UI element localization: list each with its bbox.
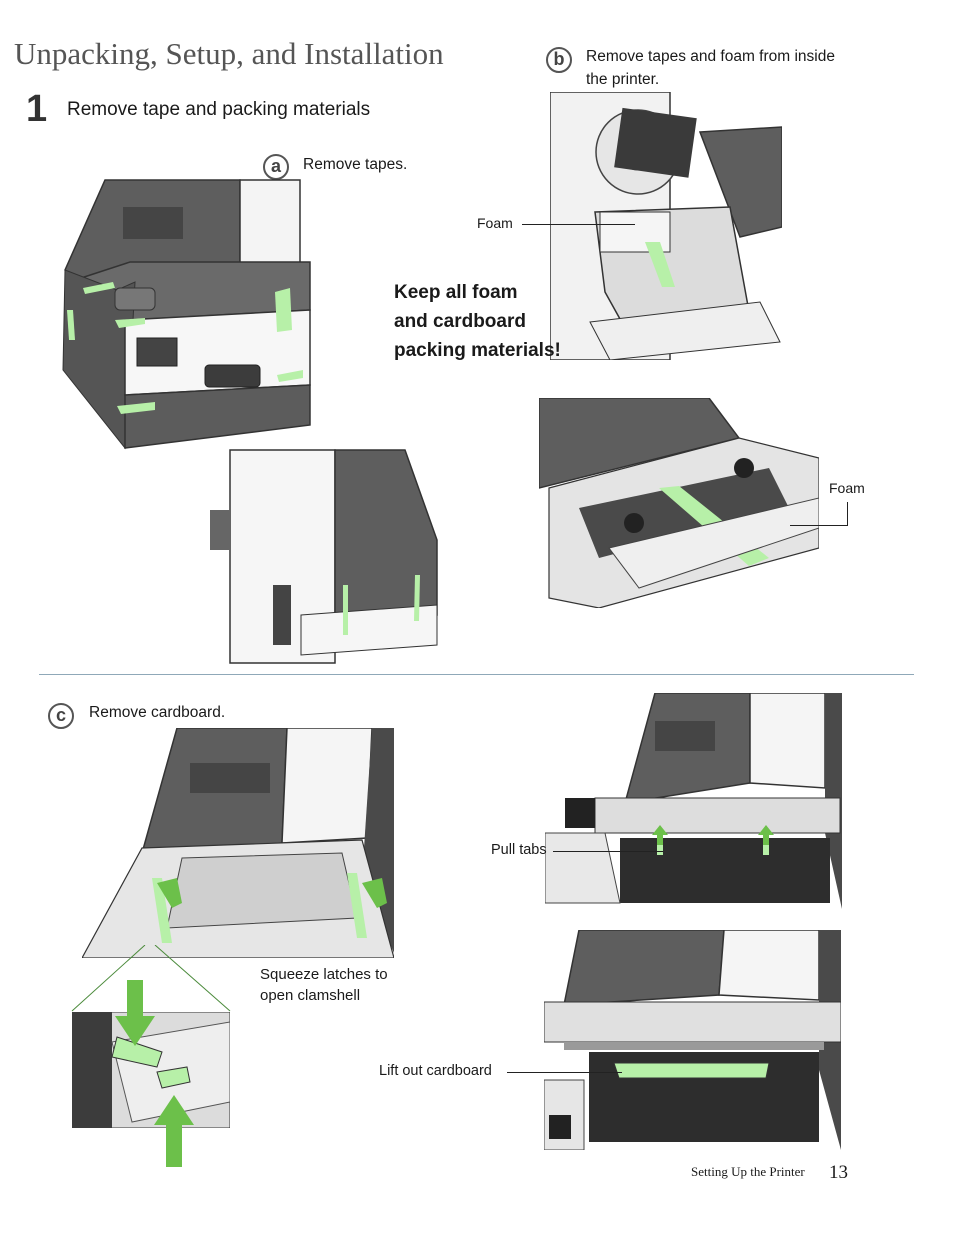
footer-text: Setting Up the Printer (691, 1164, 805, 1179)
foam-mid-leader-h (790, 525, 848, 526)
section-b-text-line1: Remove tapes and foam from inside (586, 48, 835, 65)
keep-line-2: and cardboard (394, 311, 526, 332)
pull-tabs-leader (553, 851, 663, 852)
lift-cardboard-illustration (544, 930, 841, 1150)
keep-line-1: Keep all foam (394, 282, 518, 303)
pull-tabs-label: Pull tabs (491, 842, 547, 858)
clamshell-illustration (82, 728, 394, 958)
foam-mid-leader-v (847, 502, 848, 526)
printer-front-illustration (62, 179, 311, 450)
latch-zoom-illustration (72, 1012, 230, 1128)
badge-b: b (546, 47, 572, 73)
page-number: 13 (829, 1162, 848, 1183)
lift-out-label: Lift out cardboard (379, 1063, 492, 1079)
foam-label-mid: Foam (829, 480, 865, 496)
squeeze-line-1: Squeeze latches to (260, 966, 388, 983)
squeeze-line-2: open clamshell (260, 987, 361, 1004)
step-title: Remove tape and packing materials (67, 99, 371, 120)
badge-a: a (263, 154, 289, 180)
arrow-up-icon (154, 1095, 194, 1167)
lift-out-leader (507, 1072, 622, 1073)
pull-tabs-illustration (545, 693, 842, 909)
step-number: 1 (26, 88, 48, 130)
foam-top-leader (522, 224, 635, 225)
printer-back-illustration (210, 449, 438, 664)
arrow-down-icon (115, 980, 155, 1046)
foam-label-top: Foam (477, 215, 513, 231)
section-divider (39, 674, 914, 675)
keep-packing-note: Keep all foam and cardboard packing mate… (394, 278, 561, 365)
carriage-foam-illustration (539, 398, 819, 608)
section-a-text: Remove tapes. (303, 156, 408, 173)
keep-line-3: packing materials! (394, 340, 561, 361)
section-b-text-line2: the printer. (586, 71, 660, 88)
badge-c: c (48, 703, 74, 729)
zoom-guide-lines (71, 945, 231, 1012)
page-title: Unpacking, Setup, and Installation (14, 36, 444, 71)
section-c-text: Remove cardboard. (89, 704, 226, 721)
printer-interior-foam-illustration (550, 92, 782, 360)
